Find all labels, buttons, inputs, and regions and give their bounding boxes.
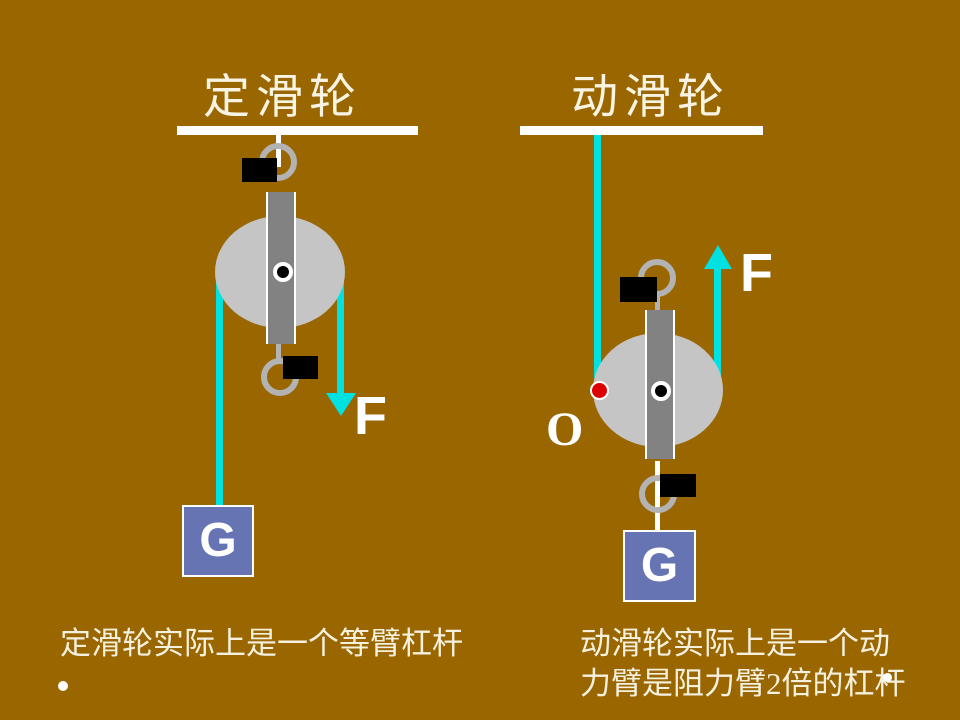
movable-pulley-caption: 动滑轮实际上是一个动 力臂是阻力臂2倍的杠杆 xyxy=(580,624,906,704)
movable-pulley-caption-line1: 动滑轮实际上是一个动 xyxy=(580,626,890,661)
movable-pulley-force-label: F xyxy=(740,243,773,303)
bullet-point-icon xyxy=(58,681,68,691)
fixed-pulley-ceiling-bar xyxy=(177,126,418,135)
force-arrow-down-icon xyxy=(326,393,356,416)
movable-pulley-fixed-rope xyxy=(594,135,601,378)
fixed-pulley-top-clamp-icon xyxy=(242,158,277,182)
fixed-pulley-pull-rope xyxy=(337,268,344,398)
movable-pulley-pivot-dot xyxy=(590,381,609,400)
fixed-pulley-load-rope xyxy=(216,268,223,505)
movable-pulley-axle-dot xyxy=(651,381,671,401)
force-arrow-up-icon xyxy=(704,245,732,269)
movable-pulley-top-clamp-icon xyxy=(620,277,657,302)
fixed-pulley-weight-box: G xyxy=(182,505,254,577)
fixed-pulley-title: 定滑轮 xyxy=(203,72,362,124)
movable-pulley-weight-label: G xyxy=(640,539,679,592)
movable-pulley-top-rod xyxy=(655,294,660,312)
fixed-pulley-axle-dot xyxy=(273,262,293,282)
fixed-pulley-force-label: F xyxy=(354,386,387,446)
fixed-pulley-bottom-rod xyxy=(276,344,281,360)
cursor-dot-icon xyxy=(883,673,892,682)
fixed-pulley-bottom-clamp-icon xyxy=(283,356,318,379)
movable-pulley-pivot-label: O xyxy=(546,403,584,456)
movable-pulley-ceiling-bar xyxy=(520,126,763,135)
fixed-pulley-caption: 定滑轮实际上是一个等臂杠杆 xyxy=(60,626,463,661)
movable-pulley-bottom-clamp-icon xyxy=(660,474,696,497)
movable-pulley-pull-rope xyxy=(714,266,721,386)
movable-pulley-weight-box: G xyxy=(623,530,696,602)
movable-pulley-title: 动滑轮 xyxy=(571,72,730,124)
movable-pulley-caption-line2: 力臂是阻力臂2倍的杠杆 xyxy=(580,666,906,701)
fixed-pulley-weight-label: G xyxy=(199,514,237,567)
